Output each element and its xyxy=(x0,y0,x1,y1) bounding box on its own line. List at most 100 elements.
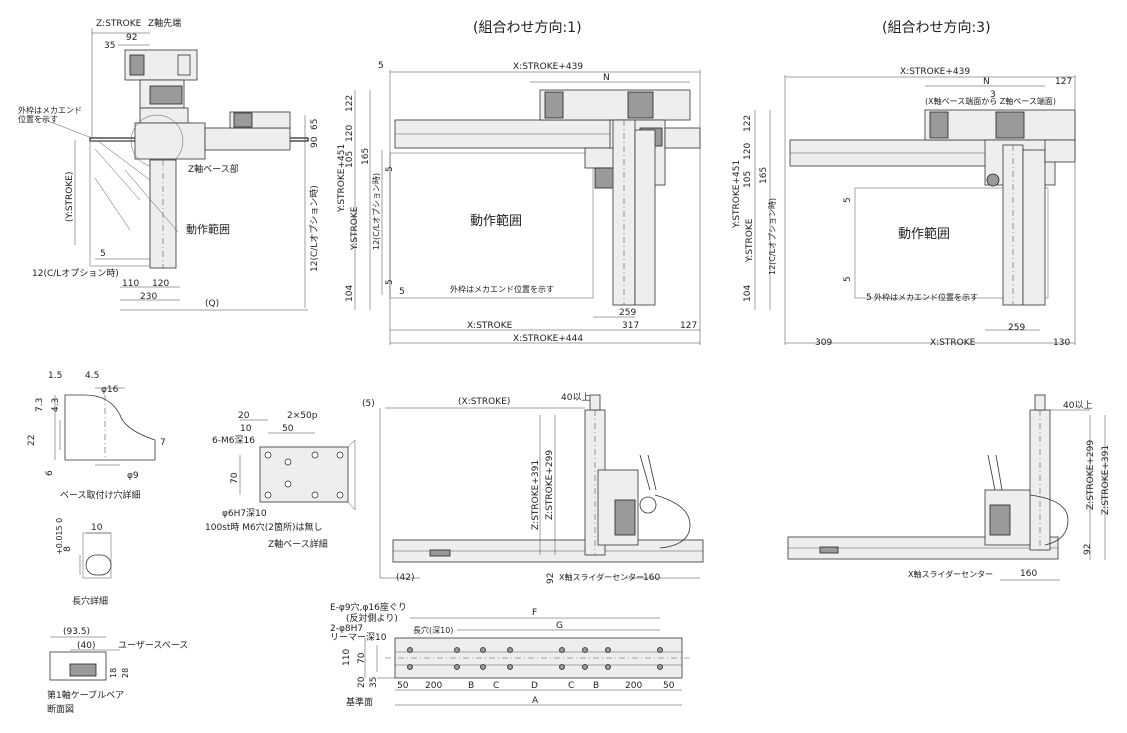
c3-d120: 120 xyxy=(743,143,753,160)
bb-d70: 70 xyxy=(357,652,367,664)
side-d120: 120 xyxy=(152,279,169,289)
c1-d5a: 5 xyxy=(385,166,395,172)
bh-d73: 7.3 xyxy=(35,398,45,412)
f1-d92: 92 xyxy=(546,573,556,584)
slot-d8: 8 xyxy=(63,546,73,552)
bb-d200b: 200 xyxy=(625,681,642,691)
f1-d160: 160 xyxy=(643,573,660,583)
f1-d42: (42) xyxy=(396,573,414,583)
c1-d104: 104 xyxy=(345,285,355,302)
side-outer-note-2: 位置を示す xyxy=(18,114,58,124)
c1-y-stroke-451: Y:STROKE+451 xyxy=(337,144,347,213)
side-z-base: Z軸ベース部 xyxy=(188,163,239,175)
c1-y-stroke: Y:STROKE xyxy=(350,206,360,251)
bb-a: A xyxy=(532,696,539,706)
bb-c1: C xyxy=(493,681,499,691)
base-bottom-view xyxy=(364,617,690,706)
c3-d130: 130 xyxy=(1053,338,1070,348)
zb-d20: 20 xyxy=(238,411,250,421)
z-base-detail xyxy=(239,419,356,511)
side-cl-option: 12(C/Lオプション時) xyxy=(32,268,119,279)
bb-ref-face: 基準面 xyxy=(346,696,373,708)
c1-d120: 120 xyxy=(345,125,355,142)
zb-d10: 10 xyxy=(240,424,252,434)
bh-d22: 22 xyxy=(27,435,37,446)
c3-d3: 3 xyxy=(990,90,996,100)
base-hole-detail xyxy=(54,387,156,466)
config3-top-view xyxy=(754,75,1076,345)
f3-slider-center: X軸スライダーセンター xyxy=(908,569,993,579)
c3-x-stroke-439: X:STROKE+439 xyxy=(900,67,970,77)
side-d35: 35 xyxy=(104,41,115,51)
side-d65: 65 xyxy=(310,119,320,130)
side-d90: 90 xyxy=(310,136,320,148)
bb-b2: B xyxy=(593,681,599,691)
c1-d5c: 5 xyxy=(385,279,395,285)
c1-d259: 259 xyxy=(619,308,636,318)
bh-phi16: φ16 xyxy=(101,385,119,395)
zb-pitch: 2×50p xyxy=(287,411,318,421)
c3-d122: 122 xyxy=(743,115,753,132)
c3-d104: 104 xyxy=(743,285,753,302)
title-config-1: (組合わせ方向:1) xyxy=(473,20,582,36)
f1-z-stroke-391: Z:STROKE+391 xyxy=(531,460,541,530)
c1-d127: 127 xyxy=(680,321,697,331)
bb-b1: B xyxy=(468,681,474,691)
c3-base-note: (X軸ベース端面から Z軸ベース端面) xyxy=(925,96,1056,106)
slot-tol: +0.015 0 xyxy=(55,518,64,555)
bb-d200a: 200 xyxy=(425,681,442,691)
c1-outer-note: 外枠はメカエンド位置を示す xyxy=(450,284,554,294)
side-z-tip: Z軸先端 xyxy=(148,17,181,29)
c3-y-stroke: Y:STROKE xyxy=(745,218,755,263)
bh-d43: 4.3 xyxy=(51,398,61,412)
cs-d40: (40) xyxy=(77,641,95,651)
front-view-3 xyxy=(787,394,1106,581)
c1-d5b: 5 xyxy=(399,287,405,297)
cs-user-space: ユーザースペース xyxy=(118,640,188,651)
bb-g: G xyxy=(556,621,563,631)
cs-d28: 28 xyxy=(121,668,130,678)
c3-x-stroke: X:STROKE xyxy=(930,338,976,348)
c1-cl-option: 12(C/Lオプション時) xyxy=(372,173,381,250)
bb-c2: C xyxy=(568,681,574,691)
c1-d122: 122 xyxy=(345,95,355,112)
side-outer-note-1: 外枠はメカエンド xyxy=(18,105,82,115)
bb-d35: 35 xyxy=(369,677,379,688)
c1-d165: 165 xyxy=(361,148,371,165)
bb-d: D xyxy=(531,681,538,691)
bb-reamer: 2-φ8H7 xyxy=(330,624,363,634)
side-cl-option-v: 12(C/Lオプション時) xyxy=(309,185,320,272)
bh-caption: ベース取付け穴詳細 xyxy=(60,489,141,501)
c3-d259: 259 xyxy=(1008,323,1025,333)
f1-z-stroke-299: Z:STROKE+299 xyxy=(545,450,555,520)
c1-motion-range: 動作範囲 xyxy=(470,214,522,229)
c3-y-stroke-451: Y:STROKE+451 xyxy=(732,160,742,229)
cs-d18: 18 xyxy=(109,668,118,678)
c3-d5a: 5 xyxy=(843,197,853,203)
f1-slider-center: X軸スライダーセンター xyxy=(559,572,644,582)
side-y-stroke: (Y:STROKE) xyxy=(65,172,75,223)
c3-d309: 309 xyxy=(815,338,832,348)
f3-d160: 160 xyxy=(1020,569,1037,579)
bh-phi9: φ9 xyxy=(127,471,139,481)
slot-detail xyxy=(79,532,112,579)
cable-section xyxy=(49,636,120,681)
cs-caption-1: 第1軸ケーブルベア xyxy=(47,689,124,701)
cs-d935: (93.5) xyxy=(63,627,90,637)
bb-slot: 長穴(深10) xyxy=(413,625,453,635)
zb-m6: 6-M6深16 xyxy=(212,435,255,446)
c3-cl-option: 12(C/Lオプション時) xyxy=(768,198,777,275)
c1-x-stroke: X:STROKE xyxy=(467,321,513,331)
config1-top-view xyxy=(354,70,701,345)
bb-e-holes-2: (反対側より) xyxy=(346,612,398,624)
c3-d5c: 5 xyxy=(866,293,872,303)
c3-motion-range: 動作範囲 xyxy=(898,227,950,242)
side-view xyxy=(39,28,309,311)
zb-d50: 50 xyxy=(282,424,294,434)
f1-d5: (5) xyxy=(362,399,375,409)
f3-d40: 40以上 xyxy=(1063,400,1092,411)
f3-z-stroke-391: Z:STROKE+391 xyxy=(1101,445,1111,515)
slot-caption: 長穴詳細 xyxy=(72,595,108,607)
zb-caption: Z軸ベース詳細 xyxy=(268,538,328,550)
side-q: (Q) xyxy=(205,299,219,309)
